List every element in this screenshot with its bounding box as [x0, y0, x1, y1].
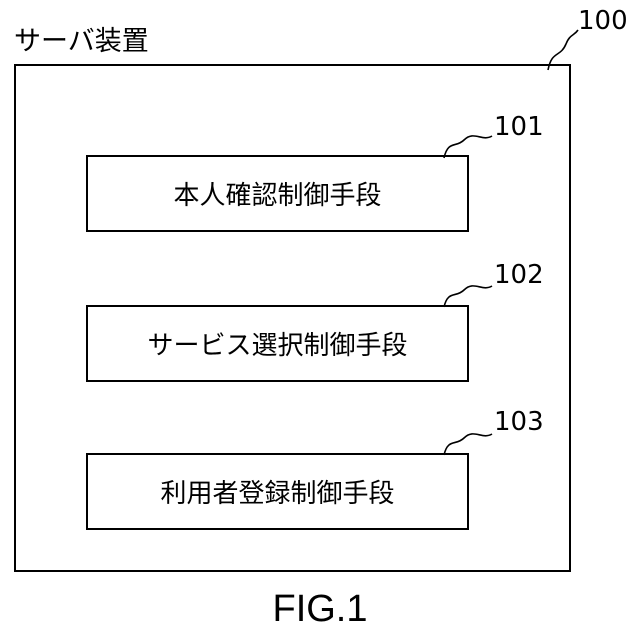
leader-line-102	[444, 286, 492, 307]
leader-line-103	[444, 434, 492, 455]
figure-caption: FIG.1	[0, 588, 640, 630]
leader-line-100	[548, 30, 578, 70]
leader-line-101	[444, 136, 492, 158]
